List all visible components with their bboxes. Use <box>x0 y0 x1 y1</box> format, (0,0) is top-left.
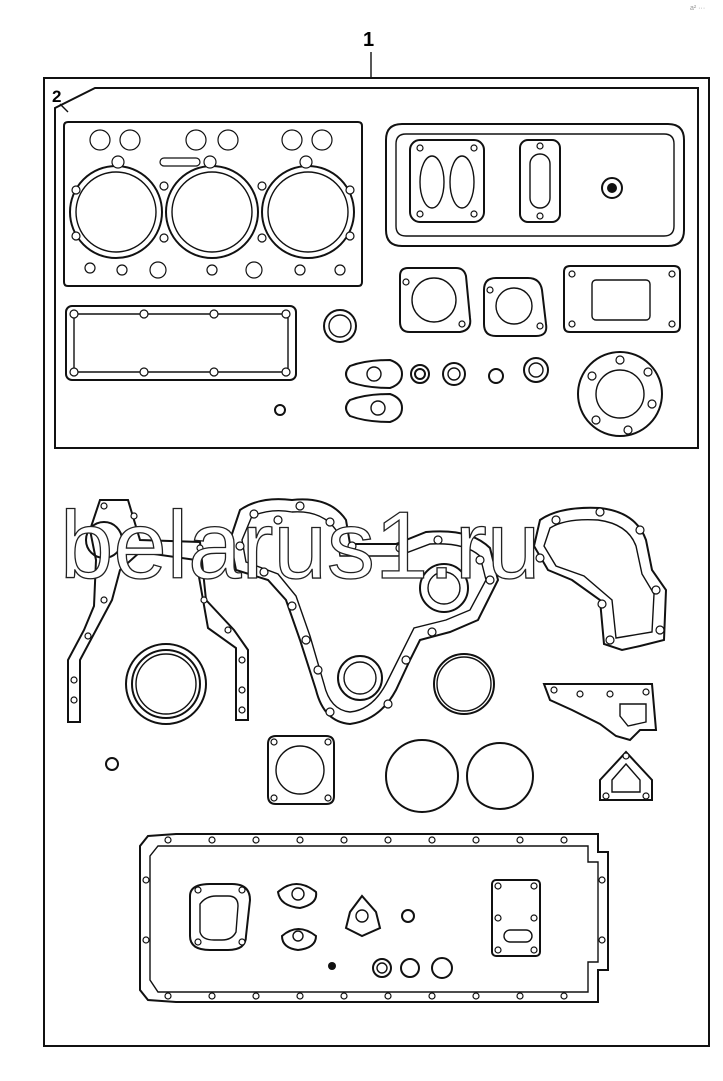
pan-washer <box>401 909 415 923</box>
o-ring-large-2 <box>385 739 459 813</box>
oil-pan-gasket <box>139 833 609 1003</box>
manifold-gasket-mid <box>483 277 548 337</box>
pan-o-rings <box>328 957 453 979</box>
watermark: belarus1.ru <box>60 492 540 599</box>
kit-frame <box>43 77 710 1047</box>
pan-small-gasket-1 <box>276 883 318 910</box>
oval-flange-gasket-2 <box>345 392 404 424</box>
manifold-gasket-left <box>399 267 472 333</box>
round-flange-gasket <box>577 351 663 437</box>
oil-seal-upper <box>323 309 357 343</box>
o-ring-large-1 <box>433 653 495 715</box>
washer-small <box>274 404 286 416</box>
turbo-flange-gasket <box>563 265 681 333</box>
callout-2-leader <box>59 103 69 113</box>
oval-flange-gasket-1 <box>345 358 404 390</box>
o-ring-large-3 <box>466 742 534 810</box>
side-cover-gasket <box>65 305 297 381</box>
pan-inner-flange-gasket <box>189 883 252 951</box>
pan-small-gasket-3 <box>344 894 382 938</box>
callout-1: 1 <box>363 29 374 51</box>
corner-mark: a² ··· <box>690 5 705 12</box>
cylinder-head-gasket <box>63 121 363 287</box>
upper-set-frame <box>54 87 699 449</box>
small-seal-ring <box>105 757 119 771</box>
callout-2: 2 <box>52 87 61 106</box>
pump-flange-gasket <box>599 750 653 801</box>
water-pump-gasket <box>267 735 335 805</box>
pan-cover-gasket <box>491 879 541 957</box>
valve-cover-gasket <box>385 123 685 247</box>
pan-small-gasket-2 <box>280 928 318 952</box>
timing-gear-housing-gasket <box>228 498 500 726</box>
flywheel-housing-gasket <box>532 506 668 652</box>
o-rings-upper <box>410 357 549 386</box>
rear-crank-seal <box>125 643 207 725</box>
timing-cover-gasket-left <box>67 499 249 723</box>
bracket-gasket <box>542 683 658 742</box>
